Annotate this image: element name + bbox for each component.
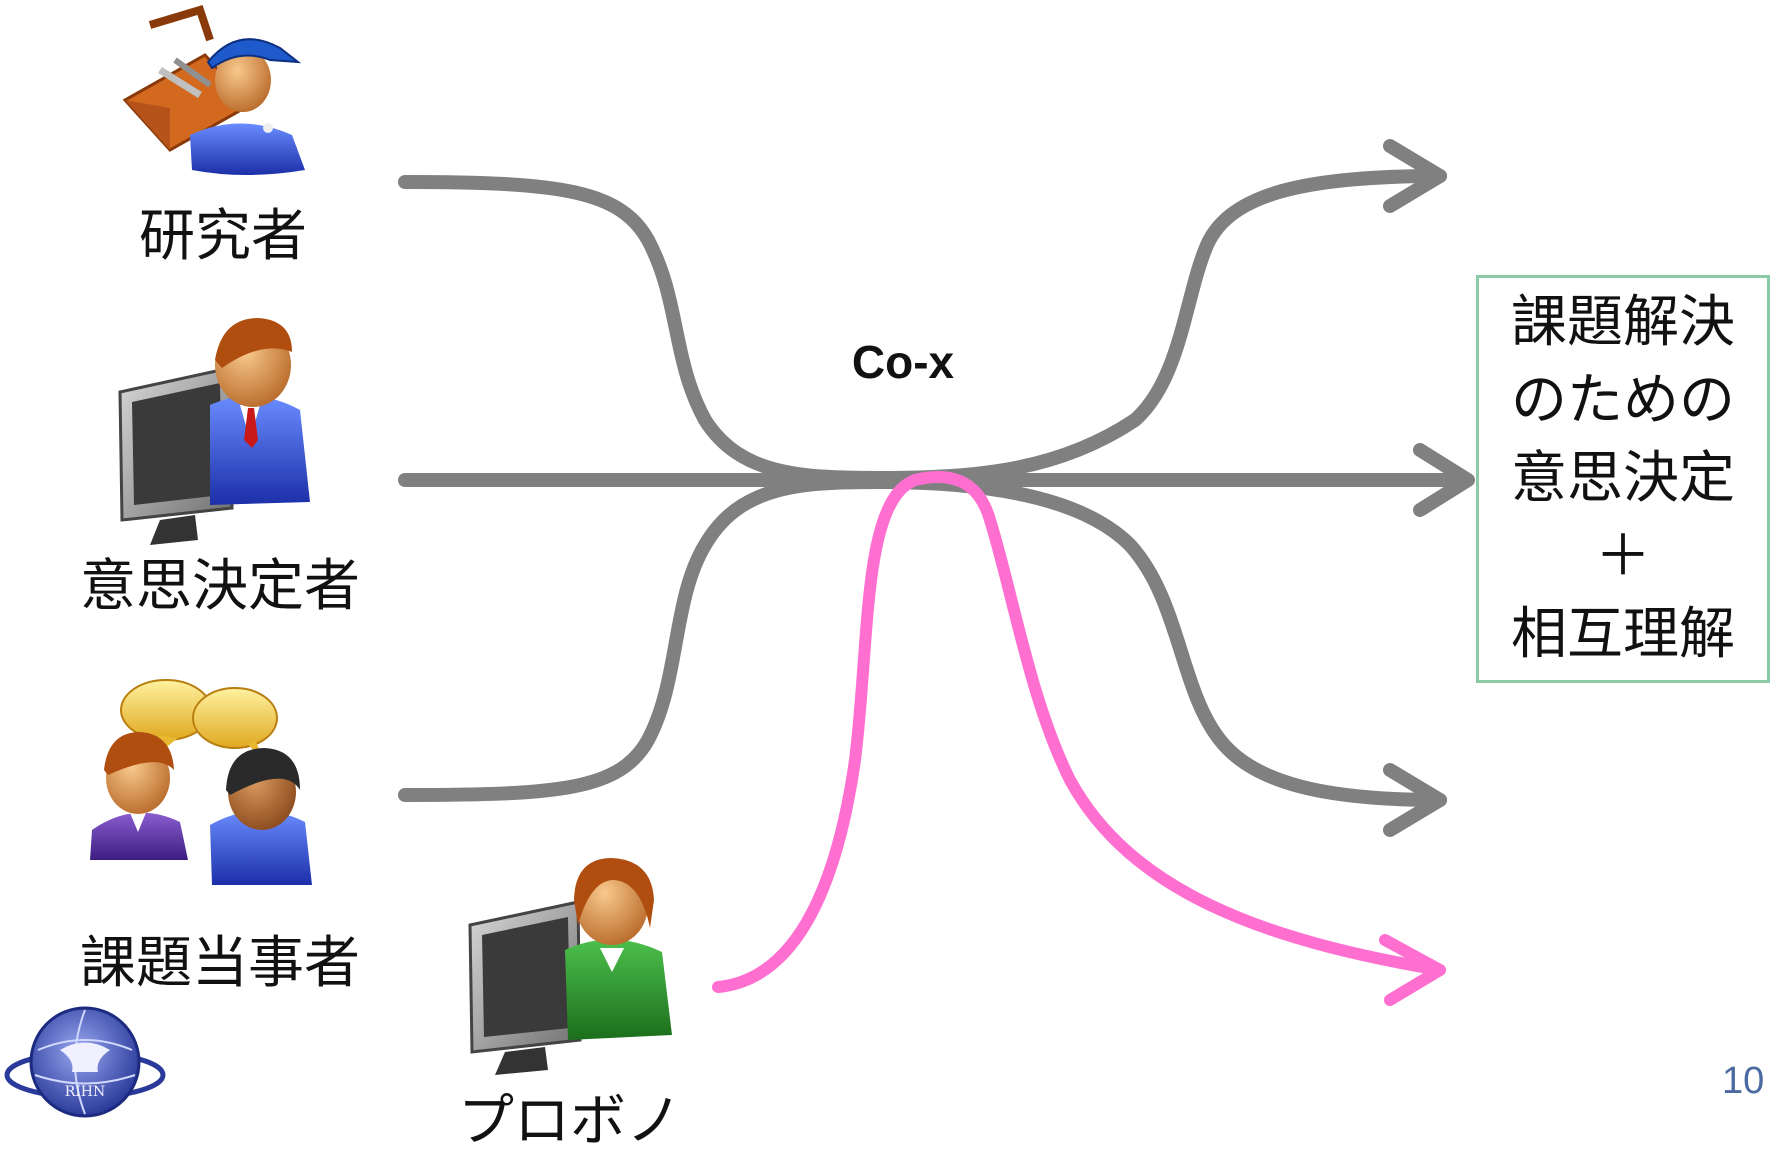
result-box: 課題解決 のための 意思決定 ＋ 相互理解 [1476,275,1770,683]
result-line-2: のための [1511,368,1735,433]
result-line-4: ＋ [1595,524,1651,589]
decision-maker-label: 意思決定者 [80,554,360,619]
result-line-3: 意思決定 [1511,446,1735,511]
researcher-label: 研究者 [139,204,307,269]
flow-line-out-top [873,169,1447,485]
flow-line-out-bottom [873,475,1447,807]
arrowhead-bottom [1383,763,1447,837]
flow-line-stakeholder [398,475,887,802]
flow-line-researcher [398,175,887,485]
two-people-speech-bubbles-icon [90,679,312,885]
co-x-label: Co-x [852,336,955,388]
arrowhead-middle [1413,443,1475,517]
researcher-toolbox-person-icon [122,5,305,175]
result-line-1: 課題解決 [1511,290,1735,355]
arrowhead-top [1383,139,1447,213]
rihn-globe-logo: RIHN [4,1006,166,1118]
flow-line-probono [712,471,1446,993]
woman-at-computer-icon [468,858,672,1075]
arrowhead-probono [1379,934,1446,1006]
logo-text: RIHN [65,1084,106,1100]
result-line-5: 相互理解 [1511,602,1735,667]
person-at-computer-icon [118,318,310,545]
stakeholder-label: 課題当事者 [80,931,360,996]
page-number: 10 [1722,1060,1765,1102]
probono-label: プロボノ [458,1089,682,1150]
